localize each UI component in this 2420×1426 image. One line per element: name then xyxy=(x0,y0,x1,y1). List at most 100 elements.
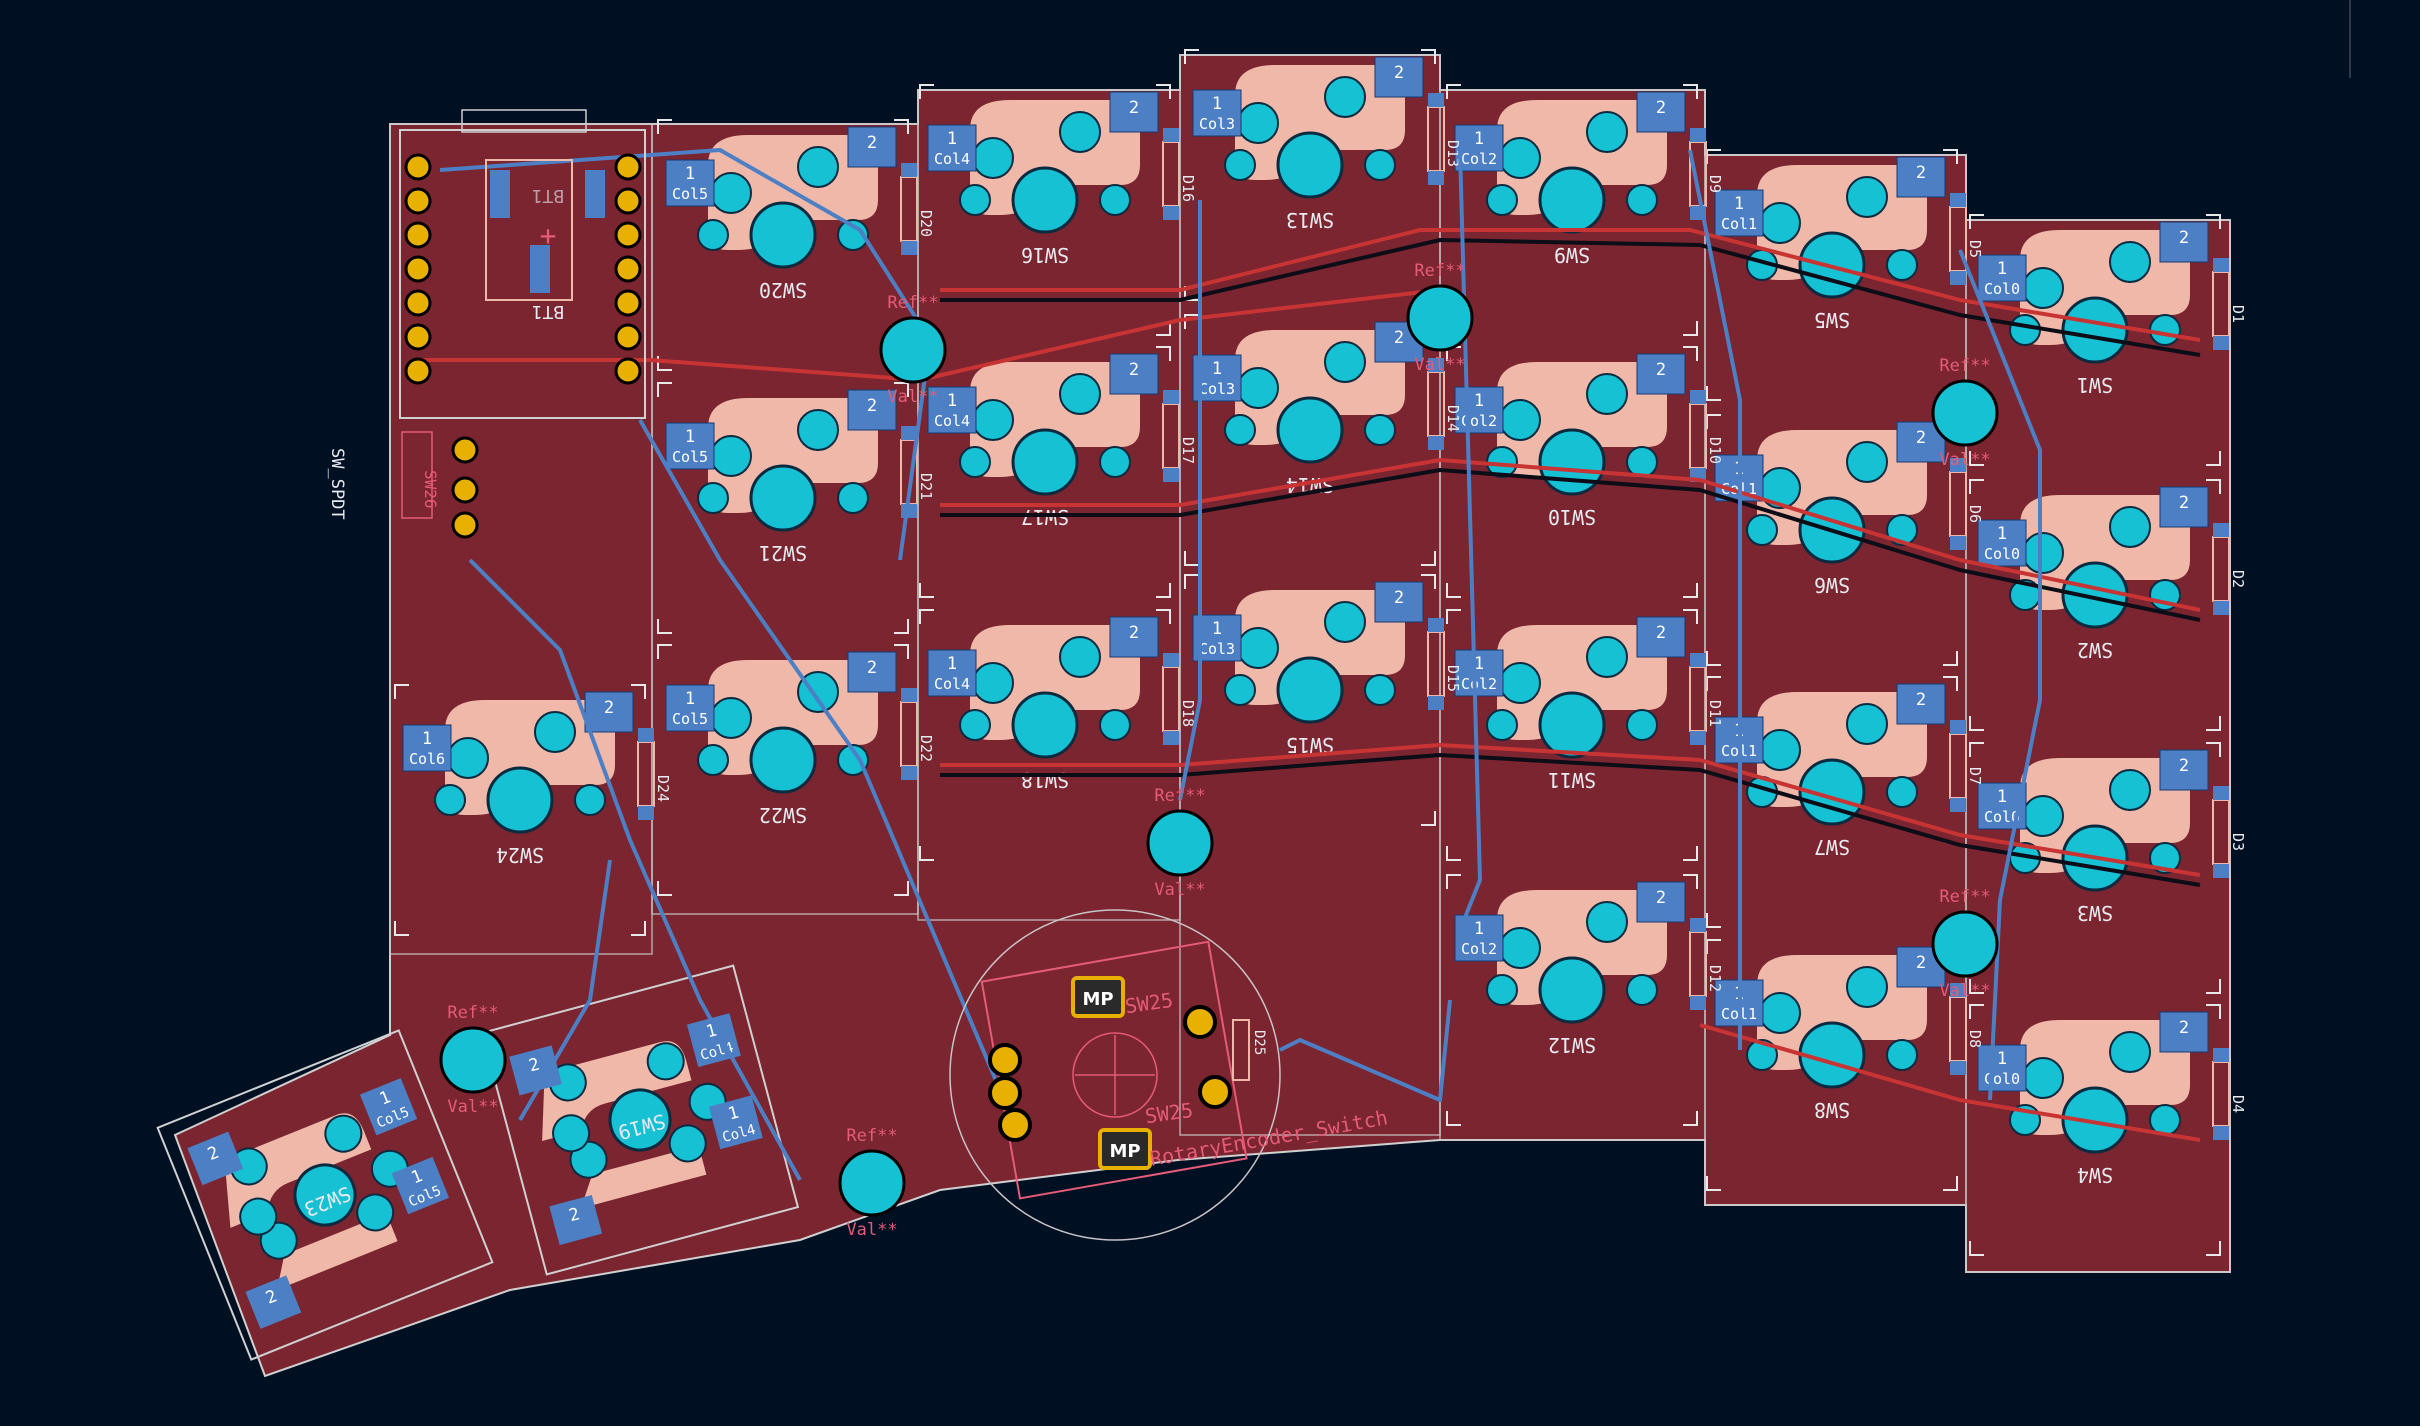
corner-mark xyxy=(1969,1004,1984,1019)
pad-2 xyxy=(549,1195,603,1246)
diode-ref: D1 xyxy=(2229,305,2247,323)
diode-pad xyxy=(1950,271,1966,285)
corner-mark xyxy=(1683,609,1698,624)
column-net-label: Col2 xyxy=(1461,150,1497,168)
pad-1 xyxy=(1977,1044,2027,1092)
pad-1 xyxy=(686,1013,741,1068)
center-hole xyxy=(1011,428,1079,496)
mounting-hole-4: Ref**Val** xyxy=(1931,887,1999,1001)
switch-pin-hole xyxy=(710,697,752,739)
diode-pad xyxy=(1690,731,1706,745)
corner-mark xyxy=(2206,742,2221,757)
diode-pad xyxy=(1950,720,1966,734)
val-label: Val** xyxy=(1939,450,1990,470)
switch-pin-hole xyxy=(1324,601,1366,643)
diode-pad xyxy=(1950,458,1966,472)
switch-pin-hole xyxy=(356,1193,395,1232)
val-label: Val** xyxy=(447,1097,498,1117)
pad-1-number: 1 xyxy=(1474,391,1484,411)
mounting-hole xyxy=(1931,910,1999,978)
corner-mark xyxy=(2206,716,2221,731)
pad-2 xyxy=(1636,353,1686,395)
pad-1-number: 1 xyxy=(1997,787,2007,807)
track-1 xyxy=(940,458,2201,612)
pad-1-number: 1 xyxy=(1212,359,1222,379)
pad-1-number: 1 xyxy=(1474,654,1484,674)
mcu-pin xyxy=(614,289,642,317)
diode-pad xyxy=(638,806,654,820)
diode-pad xyxy=(2213,258,2229,272)
switch-ref: SW13 xyxy=(1286,208,1334,232)
side-hole xyxy=(1224,414,1256,446)
column-net-label: Col4 xyxy=(934,675,970,693)
corner-mark xyxy=(894,644,909,659)
pad-1 xyxy=(391,1156,450,1215)
switch-pin-hole xyxy=(2109,1031,2151,1073)
battery-pad xyxy=(585,170,605,218)
key-footprints: 1Col02D1SW11Col02D2SW21Col02D3SW31Col02D… xyxy=(156,49,2247,1361)
corner-mark xyxy=(1943,651,1958,666)
column-net-label: Col3 xyxy=(1199,640,1235,658)
pad-2-number: 2 xyxy=(2179,493,2189,513)
ref-label: Ref** xyxy=(1939,356,1990,376)
pad-2-number: 2 xyxy=(1656,360,1666,380)
diode-pad xyxy=(1163,128,1179,142)
ref-label: Ref** xyxy=(447,1003,498,1023)
side-hole xyxy=(1486,974,1518,1006)
pad-2-number: 2 xyxy=(1394,328,1404,348)
pad-2 xyxy=(2159,486,2209,528)
corner-mark xyxy=(1706,913,1721,928)
switch-pin-hole xyxy=(2022,795,2064,837)
thumb-outline xyxy=(480,964,800,1276)
diode-pad xyxy=(1950,798,1966,812)
pad-2 xyxy=(847,651,897,693)
diode-ref: D22 xyxy=(917,735,935,762)
corner-mark xyxy=(1683,1111,1698,1126)
track-13 xyxy=(1279,999,1452,1102)
center-hole xyxy=(486,766,554,834)
mp-label: MP xyxy=(1082,989,1113,1010)
ref-label: Ref** xyxy=(1154,786,1205,806)
pad-2 xyxy=(1374,56,1424,98)
pad-2 xyxy=(509,1045,563,1096)
pad-2-number: 2 xyxy=(1394,63,1404,83)
corner-mark xyxy=(1184,314,1199,329)
corner-mark xyxy=(394,921,409,936)
column-net-label: Col0 xyxy=(1984,808,2020,826)
corner-mark xyxy=(894,881,909,896)
switch-pin-hole xyxy=(972,137,1014,179)
corner-mark xyxy=(2206,1004,2221,1019)
switch-pin-hole xyxy=(2109,241,2151,283)
mcu-pin xyxy=(404,153,432,181)
switch-pin-hole xyxy=(1586,111,1628,153)
diode-ref: D18 xyxy=(1179,700,1197,727)
corner-mark xyxy=(1156,583,1171,598)
corner-mark xyxy=(1156,346,1171,361)
pad-2 xyxy=(1896,683,1946,725)
side-hole xyxy=(697,744,729,776)
val-label: Val** xyxy=(1414,355,1465,375)
column-net-label: Col3 xyxy=(1199,115,1235,133)
switch-pin-hole xyxy=(1059,373,1101,415)
mounting-hole-1: Ref**Val** xyxy=(1406,261,1474,375)
corner-mark xyxy=(657,881,672,896)
switch-ref: SW2 xyxy=(2077,638,2113,662)
